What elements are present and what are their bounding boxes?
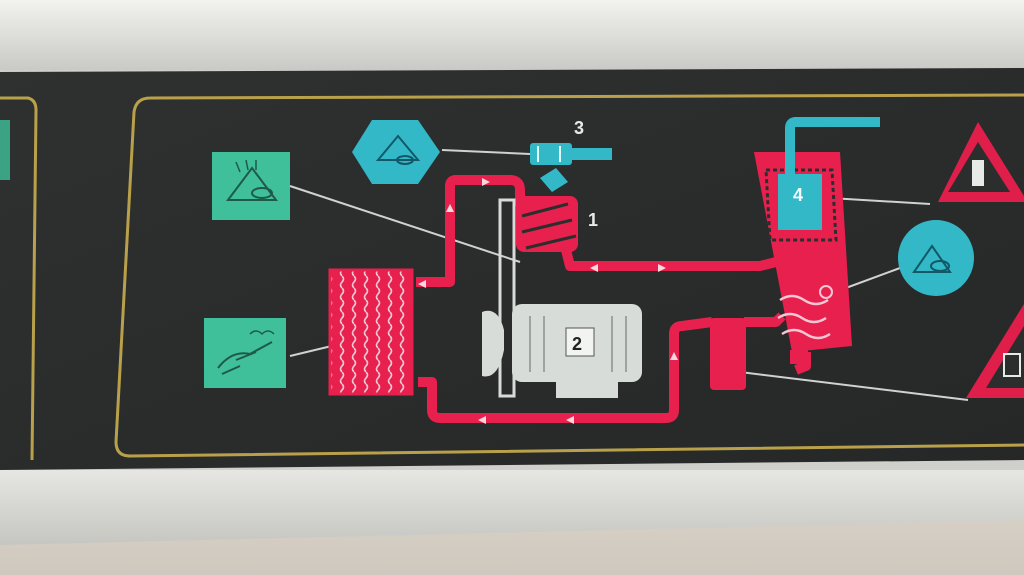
inspect-oil-icon	[352, 120, 440, 184]
metal-frame-top	[0, 0, 1024, 70]
label-2: 2	[572, 334, 582, 354]
cooler-unit	[328, 268, 414, 396]
oil-filter	[710, 318, 746, 390]
drain-warning-icon	[966, 304, 1024, 398]
label-1: 1	[588, 210, 598, 230]
drive-belt	[498, 198, 516, 398]
dark-panel	[0, 68, 1024, 470]
warning-triangle-icon	[938, 122, 1024, 202]
panel-border	[114, 93, 1024, 458]
label-4: 4	[793, 185, 803, 205]
visual-check-icon	[212, 152, 290, 220]
touch-hot-icon	[204, 318, 286, 388]
label-3: 3	[574, 118, 584, 138]
view-level-icon	[898, 220, 974, 296]
compressor-block	[516, 196, 578, 252]
intake-valve	[530, 143, 612, 192]
separator-element	[778, 117, 880, 230]
